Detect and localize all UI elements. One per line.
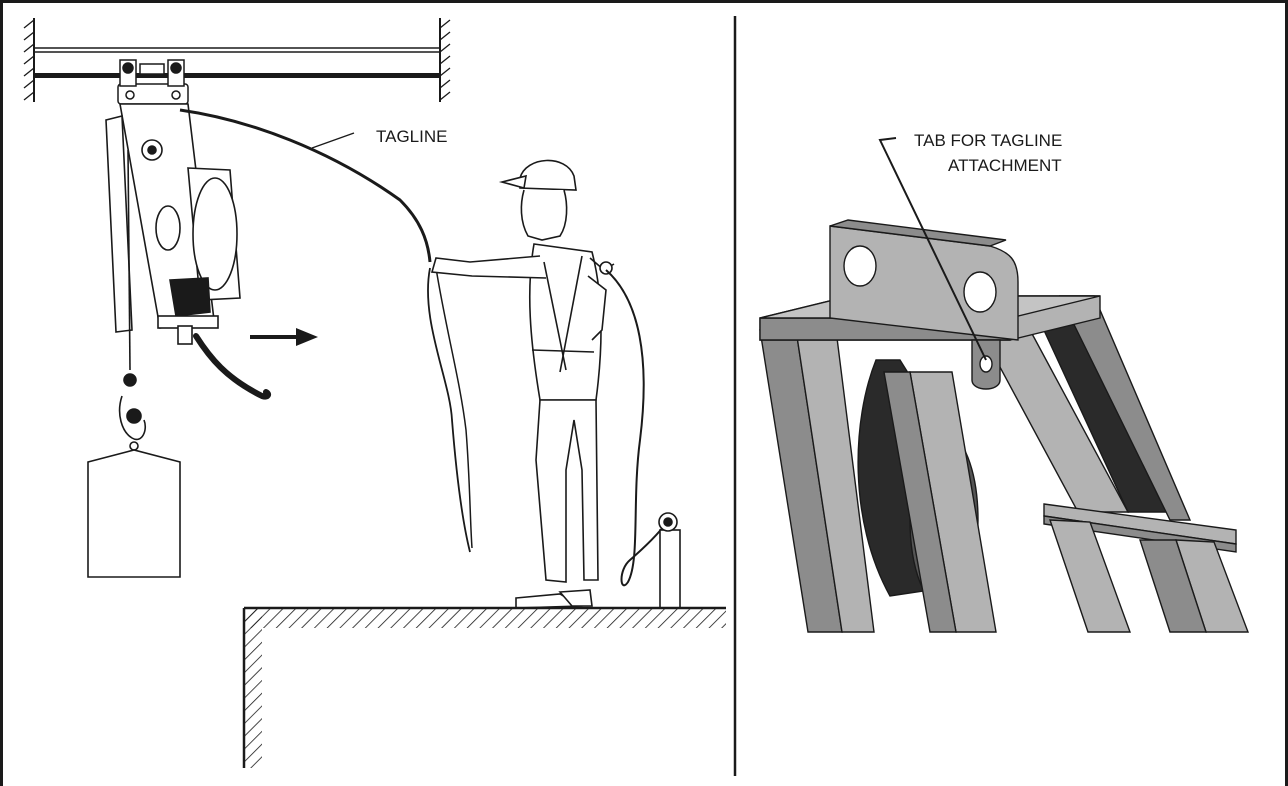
tab-label-line1: TAB FOR TAGLINE [914, 131, 1062, 150]
frame-leg-left [759, 329, 875, 633]
worker-figure [430, 159, 615, 609]
diagonal-brace [978, 295, 1192, 521]
lifting-lug [829, 219, 1019, 341]
beam-trolley [117, 59, 189, 105]
load-hook [118, 149, 147, 451]
overhead-beam [33, 47, 441, 78]
frame-leg-inner [883, 371, 997, 633]
anchor-post [658, 512, 681, 609]
tab-label-line2: ATTACHMENT [948, 156, 1062, 175]
tagline-label: TAGLINE [376, 127, 447, 146]
frame-leg-right [1049, 519, 1250, 633]
tagline-rope [179, 108, 473, 553]
motion-arrow [250, 328, 318, 346]
right-panel: TAB FOR TAGLINE ATTACHMENT [759, 131, 1250, 633]
safety-lanyard [605, 269, 669, 587]
wall-hatch-left [23, 18, 35, 102]
tilted-hoist [105, 103, 241, 345]
wall-hatch-right [439, 18, 451, 102]
tagline-leader [311, 132, 355, 149]
tab-leader [878, 137, 987, 361]
suspended-load [87, 449, 181, 578]
left-panel: TAGLINE [23, 18, 726, 768]
tagline-tab[interactable] [971, 339, 1001, 390]
floor-ledge [242, 606, 726, 768]
control-cable [193, 333, 272, 400]
